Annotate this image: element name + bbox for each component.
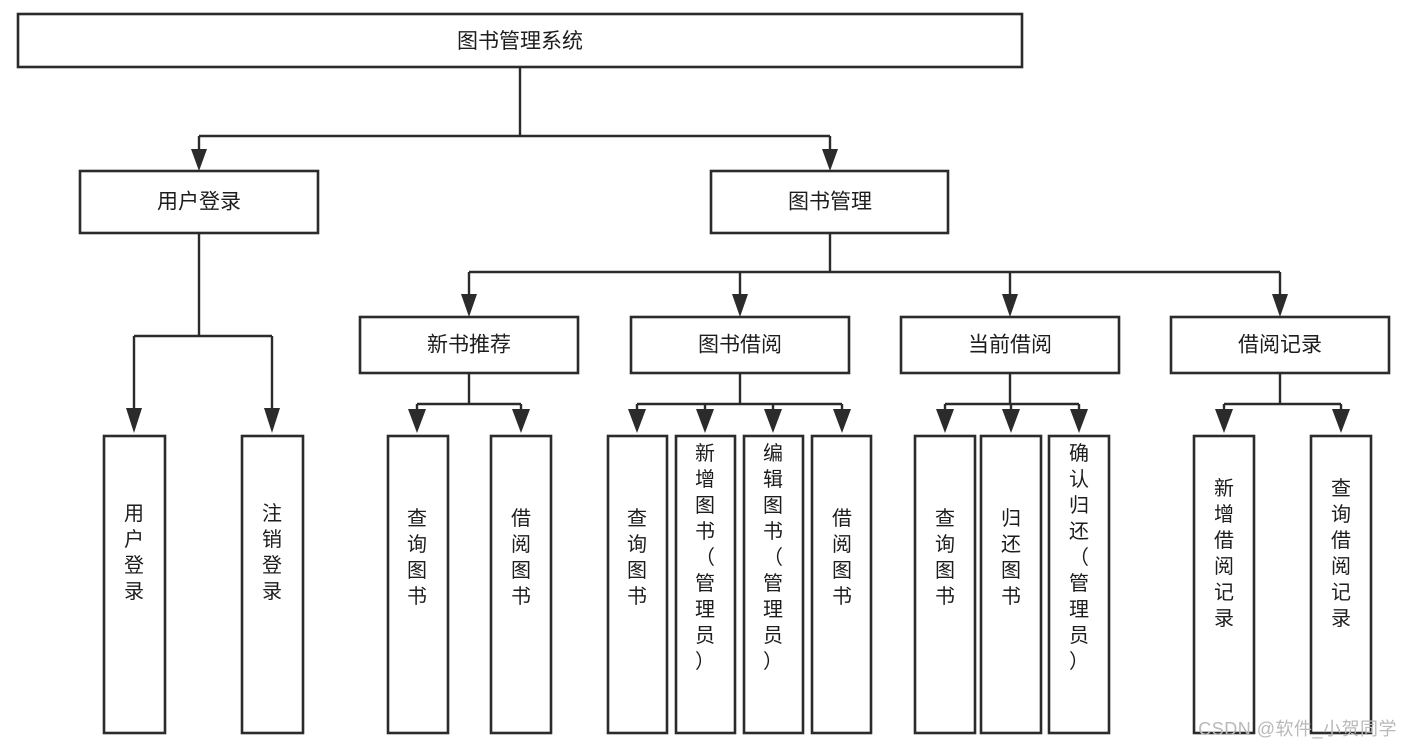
node-user-login-label: 用户登录 xyxy=(157,191,241,214)
arrow-head-leaf-query-book-1 xyxy=(408,409,426,433)
arrow-head-leaf-return-book xyxy=(1002,409,1020,433)
node-leaf-query-book-3-label: 查询图书 xyxy=(935,507,955,608)
node-leaf-add-book-label: 新增图书（管理员） xyxy=(695,442,715,673)
node-leaf-add-record[interactable]: 新增借阅记录 xyxy=(1192,434,1256,735)
node-leaf-return-book-label: 归还图书 xyxy=(1001,507,1021,608)
node-leaf-query-record-box[interactable] xyxy=(1309,434,1373,735)
arrow-head-new-book-rec xyxy=(461,294,477,317)
node-leaf-borrow-book-1[interactable]: 借阅图书 xyxy=(489,434,553,735)
node-new-book-rec[interactable]: 新书推荐 xyxy=(358,315,580,375)
node-leaf-borrow-book-2-box[interactable] xyxy=(810,434,873,735)
node-book-manage-box[interactable] xyxy=(709,169,950,235)
node-book-borrow-box[interactable] xyxy=(629,315,851,375)
node-user-login-box[interactable] xyxy=(78,169,320,235)
node-root[interactable]: 图书管理系统 xyxy=(16,12,1024,69)
node-leaf-query-book-1-label: 查询图书 xyxy=(407,507,427,608)
node-current-borrow-label: 当前借阅 xyxy=(968,334,1052,357)
arrow-head-leaf-query-book-2 xyxy=(628,409,646,433)
node-book-borrow[interactable]: 图书借阅 xyxy=(629,315,851,375)
node-current-borrow[interactable]: 当前借阅 xyxy=(899,315,1121,375)
node-leaf-query-record[interactable]: 查询借阅记录 xyxy=(1309,434,1373,735)
node-leaf-borrow-book-1-label: 借阅图书 xyxy=(511,507,531,608)
node-book-borrow-label: 图书借阅 xyxy=(698,334,782,357)
node-leaf-query-book-1-box[interactable] xyxy=(386,434,450,735)
arrow-head-leaf-edit-book xyxy=(764,409,782,433)
node-leaf-borrow-book-2-label: 借阅图书 xyxy=(832,507,852,608)
node-leaf-logout-label: 注销登录 xyxy=(262,502,282,603)
connector-layer xyxy=(126,67,1350,433)
node-leaf-query-book-2-box[interactable] xyxy=(606,434,669,735)
node-root-box[interactable] xyxy=(16,12,1024,69)
node-leaf-query-book-3-box[interactable] xyxy=(913,434,977,735)
node-leaf-add-record-box[interactable] xyxy=(1192,434,1256,735)
node-new-book-rec-label: 新书推荐 xyxy=(427,334,511,357)
node-leaf-edit-book-label: 编辑图书（管理员） xyxy=(763,442,783,673)
node-leaf-add-record-label: 新增借阅记录 xyxy=(1214,477,1234,630)
node-leaf-return-book[interactable]: 归还图书 xyxy=(979,434,1043,735)
node-leaf-user-login[interactable]: 用户登录 xyxy=(102,434,167,735)
arrow-head-book-manage xyxy=(822,149,838,171)
node-borrow-record-label: 借阅记录 xyxy=(1238,334,1322,357)
arrow-head-leaf-logout xyxy=(264,408,280,433)
node-leaf-add-book[interactable]: 新增图书（管理员） xyxy=(674,434,737,735)
node-leaf-borrow-book-1-box[interactable] xyxy=(489,434,553,735)
arrow-head-book-borrow xyxy=(732,294,748,317)
node-leaf-confirm-return[interactable]: 确认归还（管理员） xyxy=(1047,434,1111,735)
node-new-book-rec-box[interactable] xyxy=(358,315,580,375)
arrow-head-leaf-add-record xyxy=(1215,409,1233,433)
arrow-head-leaf-user-login xyxy=(126,408,142,433)
node-leaf-user-login-box[interactable] xyxy=(102,434,167,735)
node-leaf-query-book-3[interactable]: 查询图书 xyxy=(913,434,977,735)
arrow-head-current-borrow xyxy=(1002,294,1018,317)
node-book-manage-label: 图书管理 xyxy=(788,191,872,214)
node-borrow-record[interactable]: 借阅记录 xyxy=(1169,315,1391,375)
node-leaf-edit-book[interactable]: 编辑图书（管理员） xyxy=(742,434,805,735)
node-current-borrow-box[interactable] xyxy=(899,315,1121,375)
node-user-login[interactable]: 用户登录 xyxy=(78,169,320,235)
node-leaf-confirm-return-box[interactable] xyxy=(1047,434,1111,735)
node-leaf-query-record-label: 查询借阅记录 xyxy=(1331,477,1351,630)
arrow-head-leaf-borrow-book-2 xyxy=(833,409,851,433)
node-leaf-query-book-2-label: 查询图书 xyxy=(627,507,647,608)
node-leaf-logout-box[interactable] xyxy=(240,434,305,735)
node-leaf-add-book-box[interactable] xyxy=(674,434,737,735)
arrow-head-leaf-borrow-book-1 xyxy=(512,409,530,433)
arrow-head-borrow-record xyxy=(1272,294,1288,317)
node-leaf-query-book-2[interactable]: 查询图书 xyxy=(606,434,669,735)
arrow-head-leaf-confirm-return xyxy=(1070,409,1088,433)
node-leaf-confirm-return-label: 确认归还（管理员） xyxy=(1069,442,1089,673)
node-leaf-borrow-book-2[interactable]: 借阅图书 xyxy=(810,434,873,735)
arrow-head-leaf-query-book-3 xyxy=(936,409,954,433)
node-leaf-logout[interactable]: 注销登录 xyxy=(240,434,305,735)
node-borrow-record-box[interactable] xyxy=(1169,315,1391,375)
watermark-text: CSDN @软件_小贺同学 xyxy=(1198,719,1397,739)
node-book-manage[interactable]: 图书管理 xyxy=(709,169,950,235)
node-root-label: 图书管理系统 xyxy=(457,30,583,53)
arrow-head-leaf-add-book xyxy=(696,409,714,433)
node-leaf-user-login-label: 用户登录 xyxy=(124,503,144,603)
node-leaf-edit-book-box[interactable] xyxy=(742,434,805,735)
arrow-head-user-login xyxy=(191,149,207,171)
node-leaf-query-book-1[interactable]: 查询图书 xyxy=(386,434,450,735)
node-leaf-return-book-box[interactable] xyxy=(979,434,1043,735)
arrow-head-leaf-query-record xyxy=(1332,409,1350,433)
